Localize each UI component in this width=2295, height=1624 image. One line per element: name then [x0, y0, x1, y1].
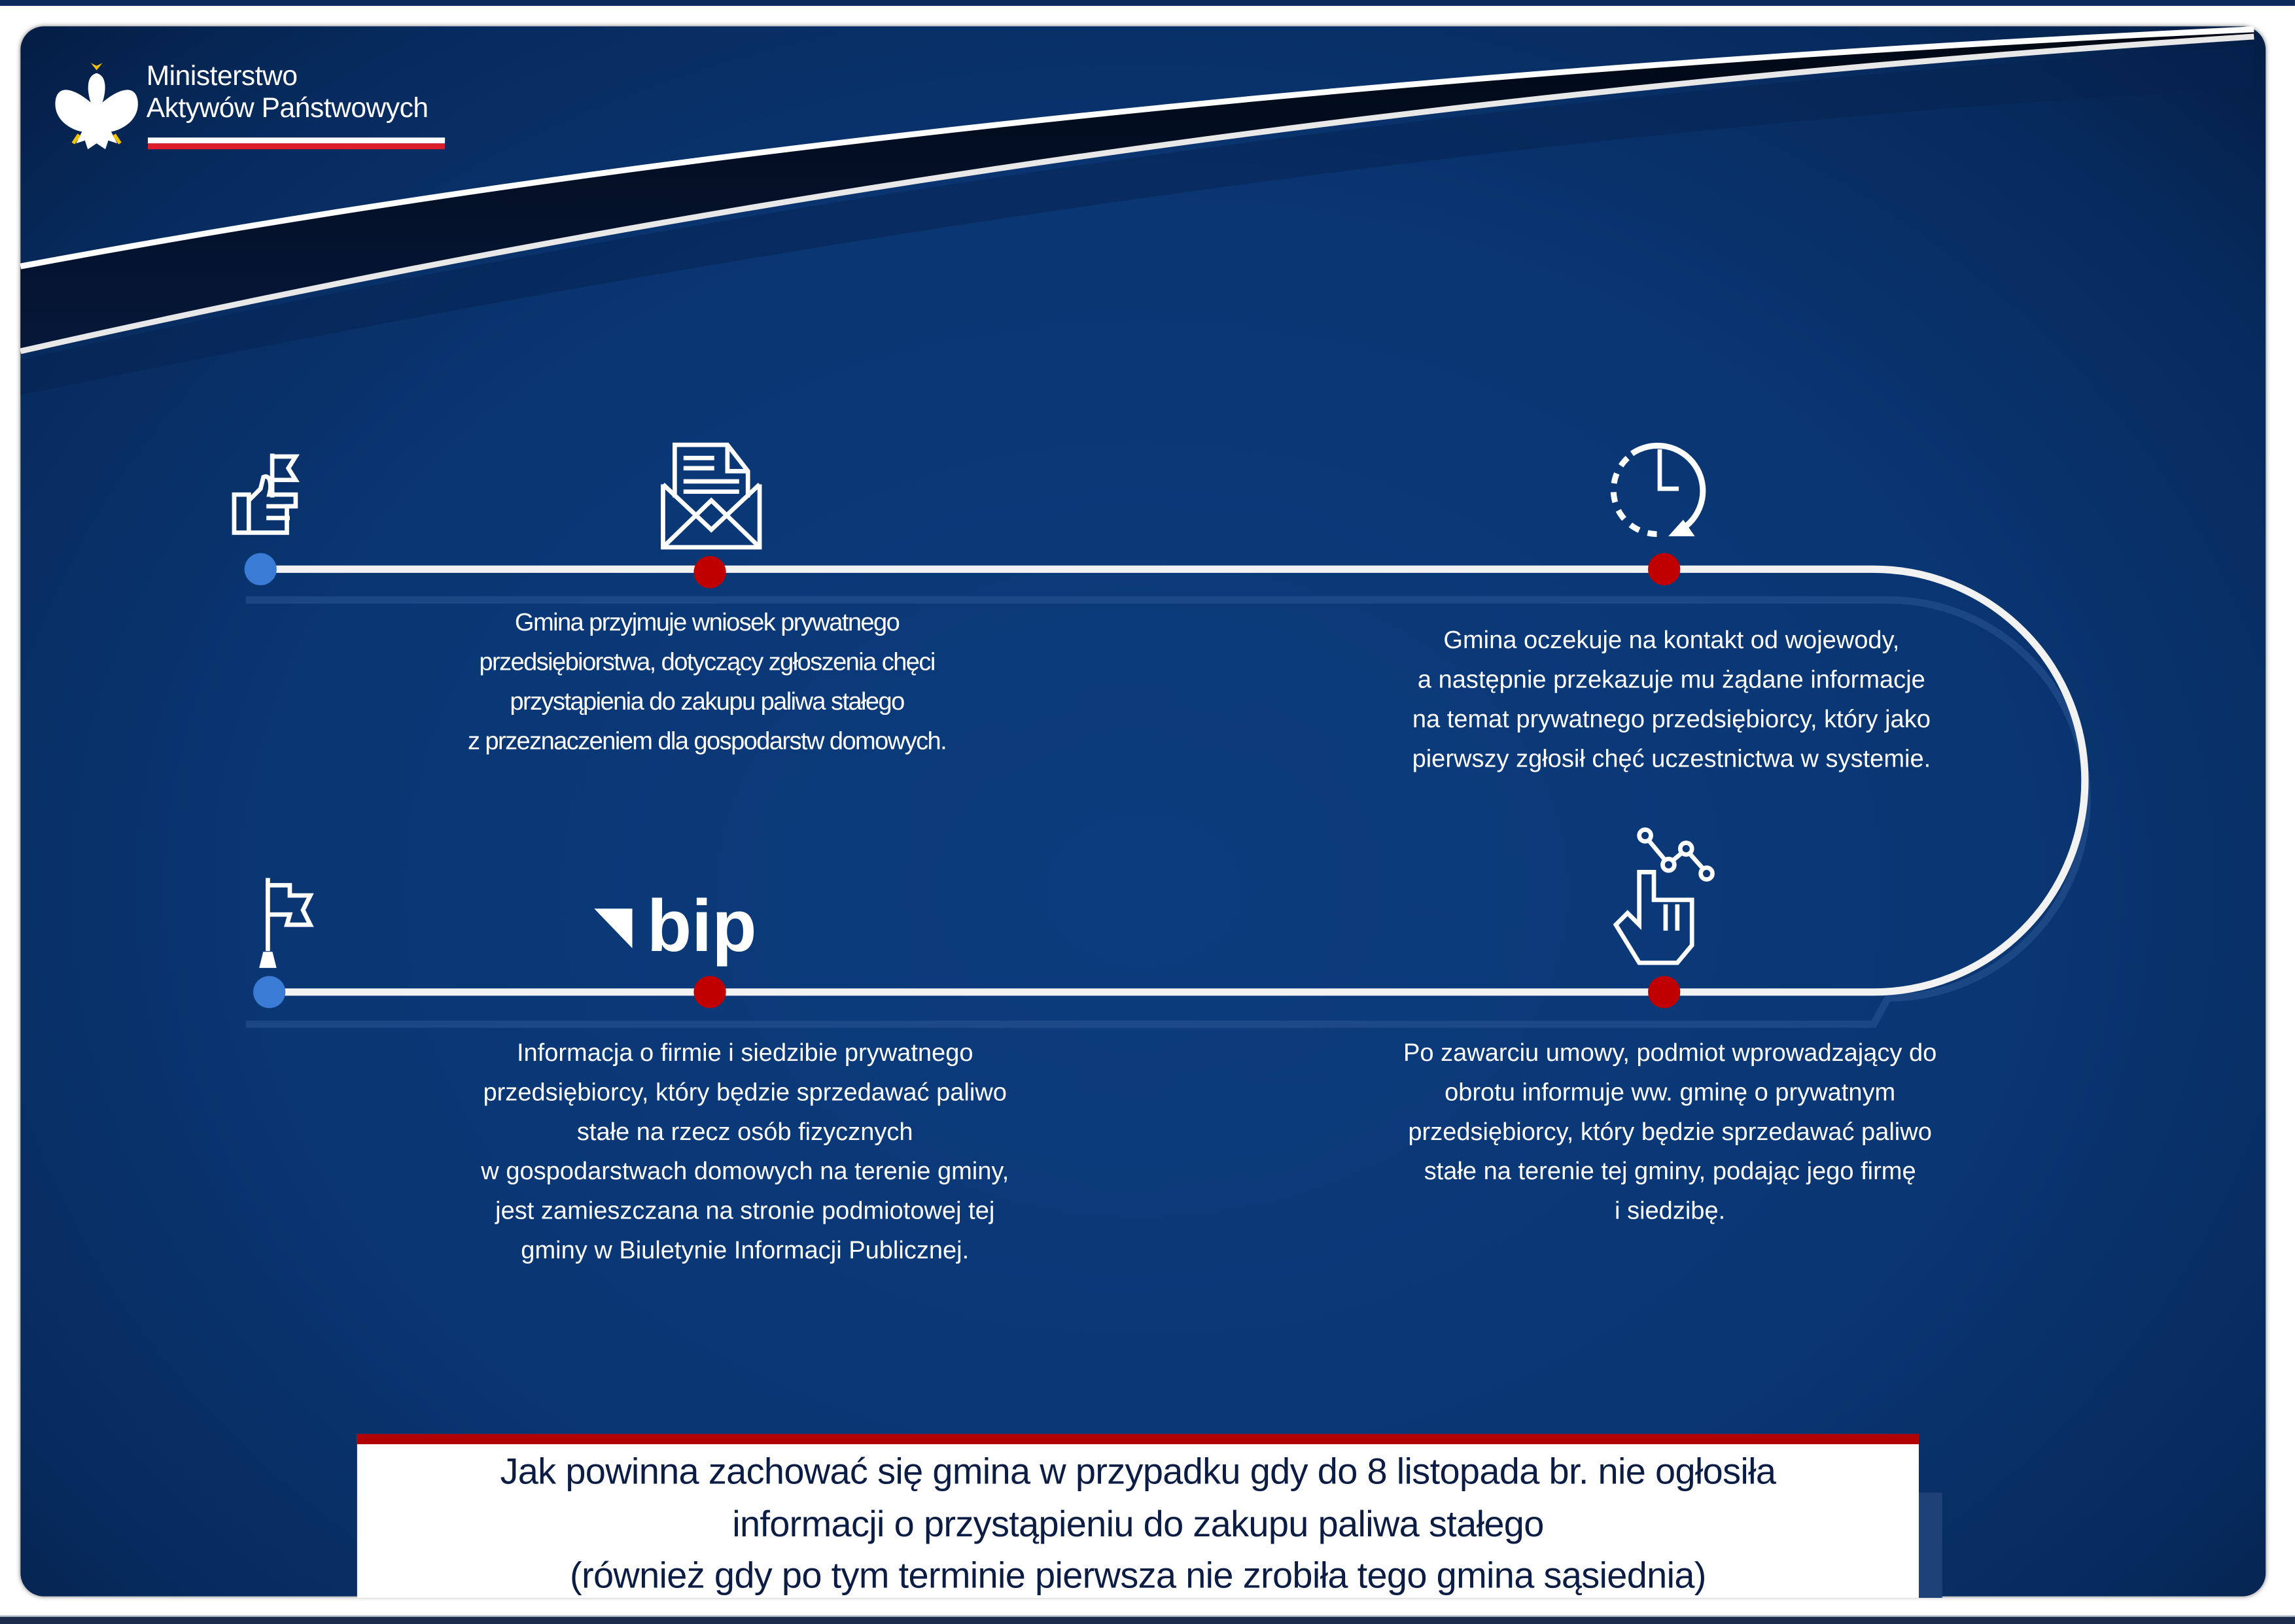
clock-history-icon	[1610, 442, 1706, 538]
pointing-hand-chart-icon	[1613, 827, 1715, 965]
text-line: i siedzibę.	[1615, 1197, 1726, 1225]
text-line: w gospodarstwach domowych na terenie gmi…	[481, 1157, 1009, 1186]
swoosh-shadow	[20, 45, 2254, 396]
text-line: pierwszy zgłosił chęć uczestnictwa w sys…	[1412, 744, 1931, 773]
finish-flag-icon	[259, 878, 314, 968]
bip-logo-icon: bip	[594, 885, 757, 967]
text-line: przedsiębiorcy, który będzie sprzedawać …	[483, 1078, 1007, 1107]
envelope-letter-icon	[661, 442, 762, 550]
text-line: Gmina oczekuje na kontakt od wojewody,	[1443, 626, 1900, 655]
bip-logo-text: bip	[647, 885, 757, 967]
title-box: Jak powinna zachować się gmina w przypad…	[357, 1434, 1919, 1598]
title-line: (również gdy po tym terminie pierwsza ni…	[570, 1555, 1706, 1597]
step-4-description: Informacja o firmie i siedzibie prywatne…	[481, 1033, 1009, 1270]
text-line: przystąpienia do zakupu paliwa stałego	[510, 687, 905, 716]
thumbs-up-flag-icon	[232, 453, 300, 535]
text-line: na temat prywatnego przedsiębiorcy, któr…	[1412, 705, 1931, 733]
text-line: obrotu informuje ww. gminę o prywatnym	[1445, 1078, 1896, 1107]
title-red-band	[357, 1434, 1919, 1445]
step-2-description: Gmina oczekuje na kontakt od wojewody, a…	[1412, 621, 1931, 779]
polish-eagle-emblem-icon	[55, 63, 138, 150]
text-line: jest zamieszczana na stronie podmiotowej…	[495, 1197, 995, 1225]
step-dot-3	[1648, 976, 1681, 1009]
swoosh-lower-line	[20, 33, 2254, 354]
step-dot-2	[1648, 553, 1681, 585]
logo-line-1: Ministerstwo	[146, 61, 298, 92]
text-line: przedsiębiorcy, który będzie sprzedawać …	[1408, 1118, 1932, 1146]
top-bar	[0, 0, 2295, 6]
text-line: Po zawarciu umowy, podmiot wprowadzający…	[1403, 1039, 1937, 1067]
timeline-track	[260, 565, 2089, 996]
title-line: informacji o przystąpieniu do zakupu pal…	[732, 1503, 1544, 1545]
swoosh-upper-line	[20, 26, 2254, 269]
text-line: Informacja o firmie i siedzibie prywatne…	[516, 1039, 973, 1067]
start-dot	[244, 553, 277, 585]
step-dot-1	[693, 556, 726, 589]
text-line: a następnie przekazuje mu żądane informa…	[1417, 665, 1925, 694]
text-line: stałe na rzecz osób fizycznych	[576, 1118, 913, 1146]
step-3-description: Po zawarciu umowy, podmiot wprowadzający…	[1403, 1033, 1936, 1230]
bottom-line	[0, 1615, 2295, 1624]
ministry-logo-text: Ministerstwo Aktywów Państwowych	[147, 61, 429, 126]
text-line: Gmina przyjmuje wniosek prywatnego	[514, 608, 900, 637]
polish-flag-bar	[147, 137, 446, 150]
end-dot	[253, 976, 286, 1009]
logo-line-2: Aktywów Państwowych	[146, 94, 429, 125]
step-dot-4	[693, 976, 726, 1009]
title-line: Jak powinna zachować się gmina w przypad…	[500, 1451, 1776, 1493]
text-line: przedsiębiorstwa, dotyczący zgłoszenia c…	[479, 648, 936, 676]
text-line: stałe na terenie tej gminy, podając jego…	[1424, 1157, 1916, 1186]
text-line: gminy w Biuletynie Informacji Publicznej…	[521, 1236, 970, 1264]
step-1-description: Gmina przyjmuje wniosek prywatnego przed…	[467, 603, 947, 761]
title-box-shadow	[1918, 1492, 1942, 1598]
text-line: z przeznaczeniem dla gospodarstw domowyc…	[467, 727, 947, 755]
